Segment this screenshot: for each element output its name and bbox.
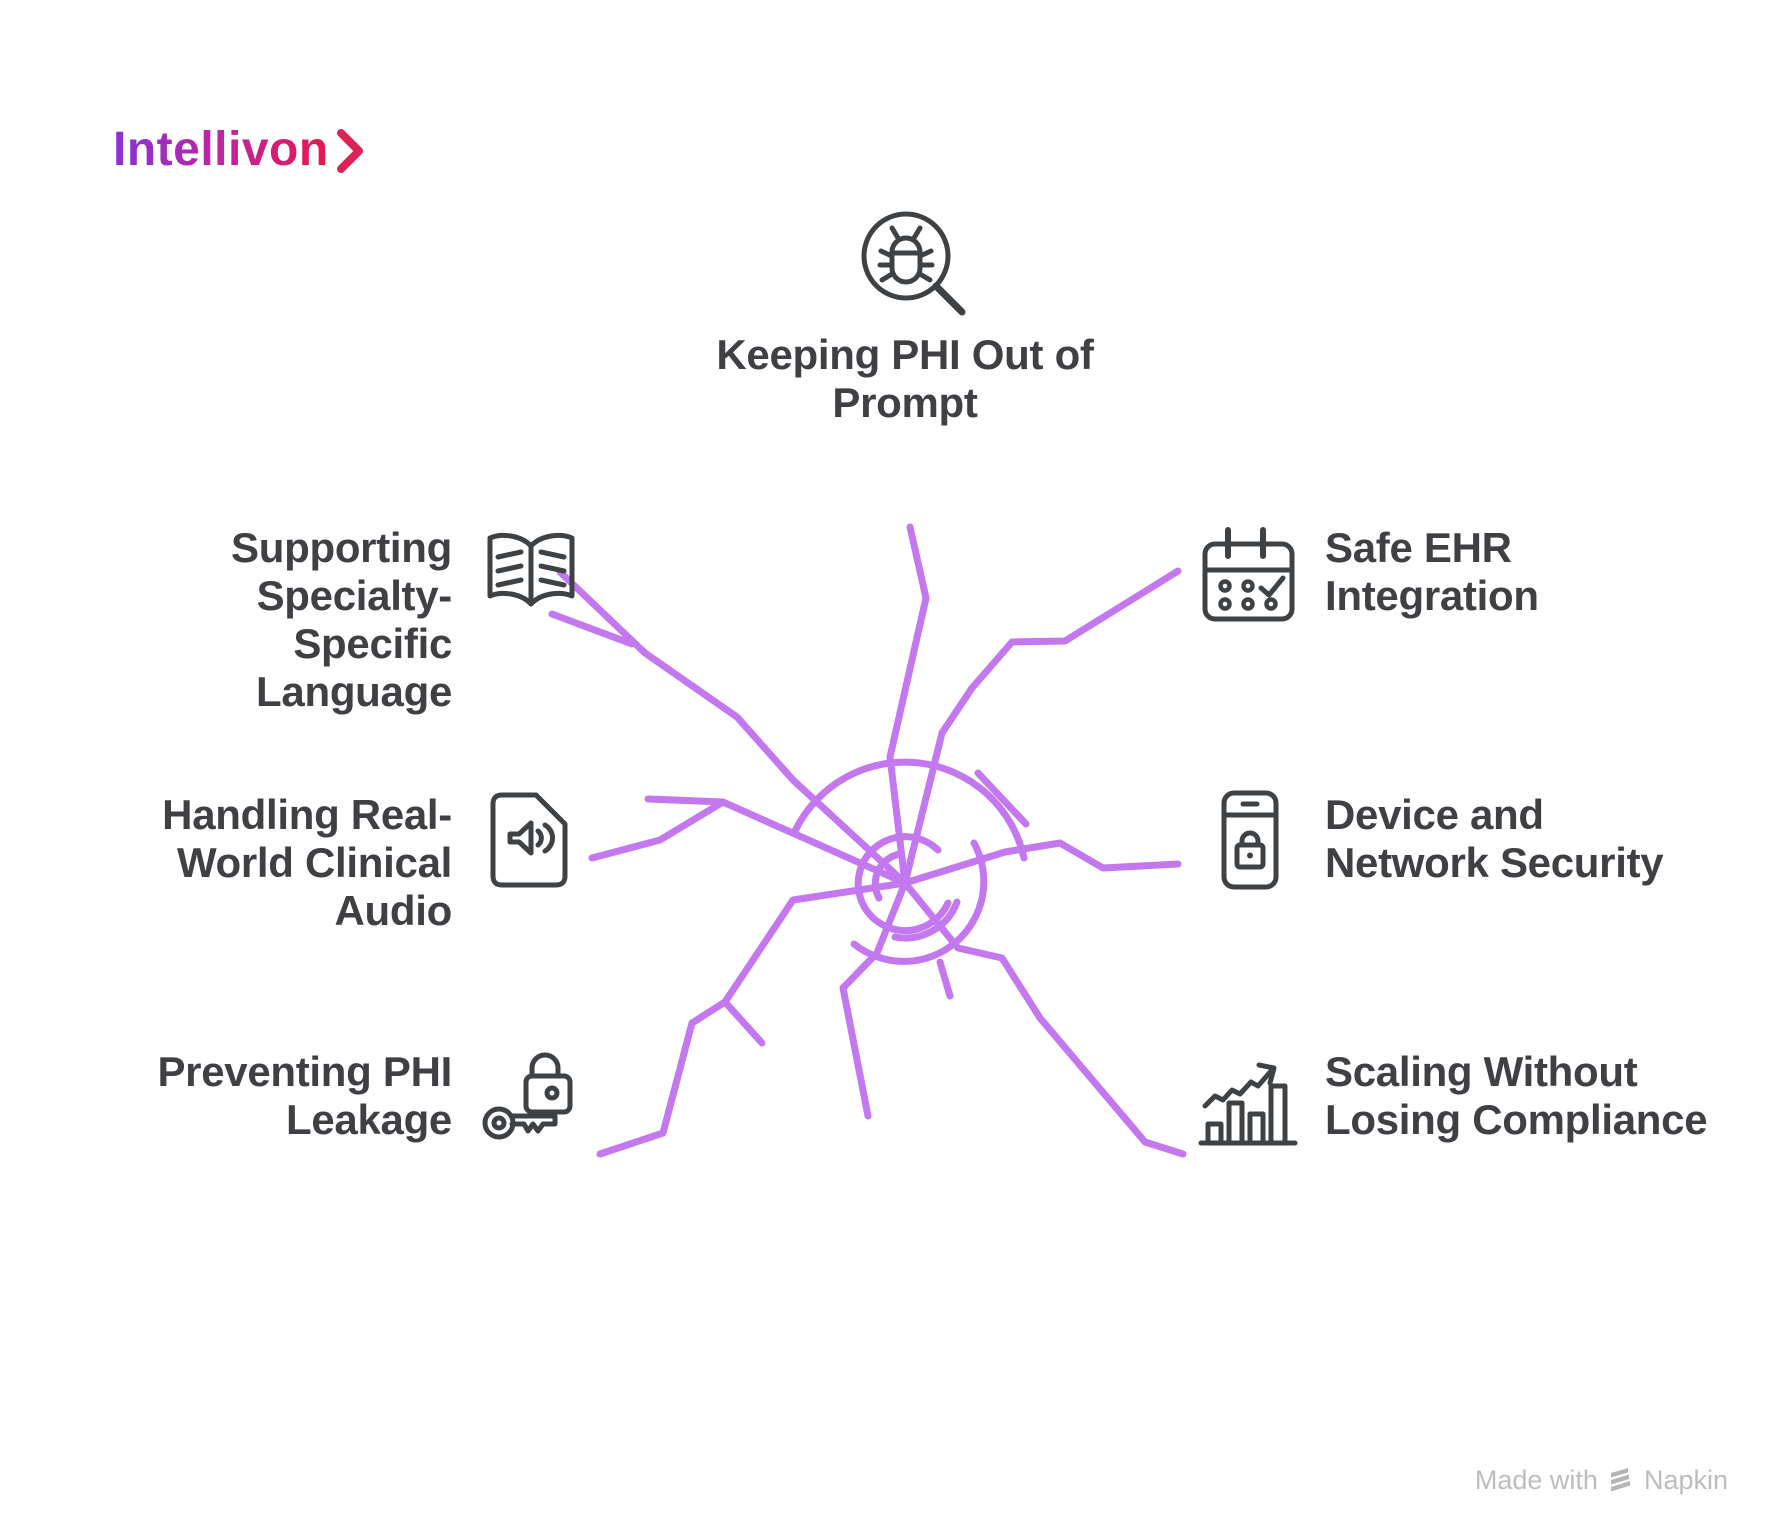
brand-logo-text: Intellivon (113, 123, 329, 176)
node-label-right-2: Device and Network Security (1325, 791, 1664, 886)
brand-logo: Intellivon (113, 122, 365, 177)
branch-lower-right-line (901, 879, 1187, 1158)
hub-arc-small-right (891, 898, 961, 942)
branch-upper-left-spur (548, 610, 636, 648)
hub-arc-inner (854, 833, 952, 935)
chevron-right-icon (336, 128, 363, 173)
node-label-left-1: Supporting Specialty- Specific Language (231, 524, 452, 715)
branch-lower-right-spur (936, 958, 954, 1000)
branch-upper-left-line (556, 568, 909, 887)
branch-right-line (901, 839, 1182, 887)
lock-and-key-icon (476, 1046, 576, 1154)
hub-arc-small-left (871, 850, 904, 902)
phone-lock-icon (1221, 790, 1279, 890)
branch-bottom-line (839, 879, 909, 1120)
open-book-icon (483, 530, 579, 624)
audio-file-icon (488, 792, 568, 888)
calendar-check-icon (1200, 526, 1297, 624)
growth-chart-icon (1198, 1052, 1298, 1147)
bug-magnifier-icon (848, 198, 968, 318)
hub-arc-outer (791, 758, 1028, 862)
node-label-right-3: Scaling Without Losing Compliance (1325, 1048, 1708, 1143)
branch-left-spur (644, 795, 727, 806)
node-label-left-3: Preventing PHI Leakage (157, 1048, 452, 1143)
napkin-brand-text: Napkin (1643, 1465, 1728, 1495)
branch-upper-right-line (901, 567, 1182, 887)
napkin-logo-icon (1610, 1467, 1630, 1491)
node-label-top: Keeping PHI Out of Prompt (716, 331, 1094, 426)
branch-lower-left-line (596, 879, 909, 1158)
hub-arc-mid (850, 839, 988, 965)
made-with-text: Made with (1474, 1465, 1598, 1495)
node-label-left-2: Handling Real- World Clinical Audio (162, 791, 452, 934)
made-with-napkin-footer: Made with Napkin (1475, 1465, 1728, 1496)
branch-top-line (886, 523, 930, 887)
branch-right-spur (974, 769, 1030, 828)
branch-lower-left-spur (721, 998, 766, 1047)
node-label-right-1: Safe EHR Integration (1325, 524, 1539, 619)
branch-left-line (588, 798, 909, 887)
